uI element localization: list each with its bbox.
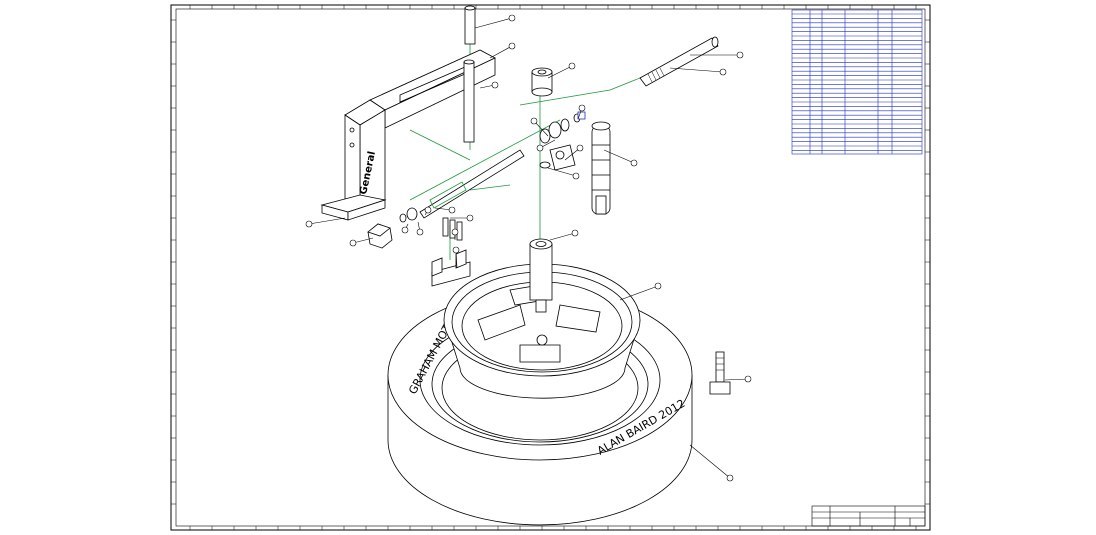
zone-ticks bbox=[171, 5, 930, 530]
clamp-bracket bbox=[539, 144, 576, 171]
upright-pin bbox=[464, 5, 476, 45]
leader-line bbox=[619, 285, 659, 301]
balloon bbox=[448, 206, 456, 214]
balloon bbox=[508, 42, 516, 50]
balloon bbox=[530, 117, 538, 125]
leader-line bbox=[352, 237, 374, 244]
balloon bbox=[578, 104, 586, 112]
hex-bolt bbox=[709, 351, 731, 395]
wheel-rim bbox=[443, 263, 641, 399]
balloon bbox=[416, 228, 424, 236]
main-post bbox=[463, 59, 475, 143]
balloon bbox=[305, 220, 313, 228]
balloon bbox=[466, 214, 474, 222]
hex-nut bbox=[367, 223, 393, 249]
sheet-border bbox=[170, 4, 931, 531]
leader-line bbox=[669, 67, 724, 73]
center-spindle bbox=[529, 238, 553, 313]
balloon bbox=[508, 14, 516, 22]
leader-line bbox=[547, 65, 573, 79]
balloon bbox=[568, 62, 576, 70]
leader-line bbox=[308, 217, 346, 225]
grip-handle bbox=[591, 121, 611, 215]
balloon bbox=[571, 229, 579, 237]
balloon bbox=[572, 172, 580, 180]
balloon bbox=[654, 282, 662, 290]
set-screws bbox=[442, 217, 463, 241]
balloon bbox=[491, 81, 499, 89]
balloon bbox=[424, 206, 432, 214]
leader-line bbox=[724, 378, 749, 381]
part-balloons bbox=[305, 14, 752, 482]
title-block bbox=[811, 505, 926, 527]
leader-line bbox=[549, 232, 576, 241]
balloon bbox=[736, 51, 744, 59]
leader-line bbox=[489, 45, 513, 59]
bushing bbox=[531, 67, 553, 97]
leader-line bbox=[603, 149, 635, 164]
balloon bbox=[452, 246, 460, 254]
leader-line bbox=[547, 167, 577, 177]
threaded-screw bbox=[399, 111, 586, 223]
balloon bbox=[349, 239, 357, 247]
bill-of-materials-table bbox=[791, 9, 923, 155]
balloon bbox=[726, 474, 734, 482]
balloon bbox=[401, 226, 409, 234]
balloon bbox=[744, 375, 752, 383]
mounting-block bbox=[431, 249, 471, 287]
balloon bbox=[630, 159, 638, 167]
balloon bbox=[719, 68, 727, 76]
leader-line bbox=[689, 444, 731, 479]
leader-line bbox=[474, 17, 513, 29]
balloon bbox=[576, 144, 584, 152]
balloon bbox=[451, 228, 459, 236]
leader-line bbox=[533, 120, 549, 137]
handle-bar bbox=[639, 36, 719, 87]
balloon bbox=[536, 144, 544, 152]
